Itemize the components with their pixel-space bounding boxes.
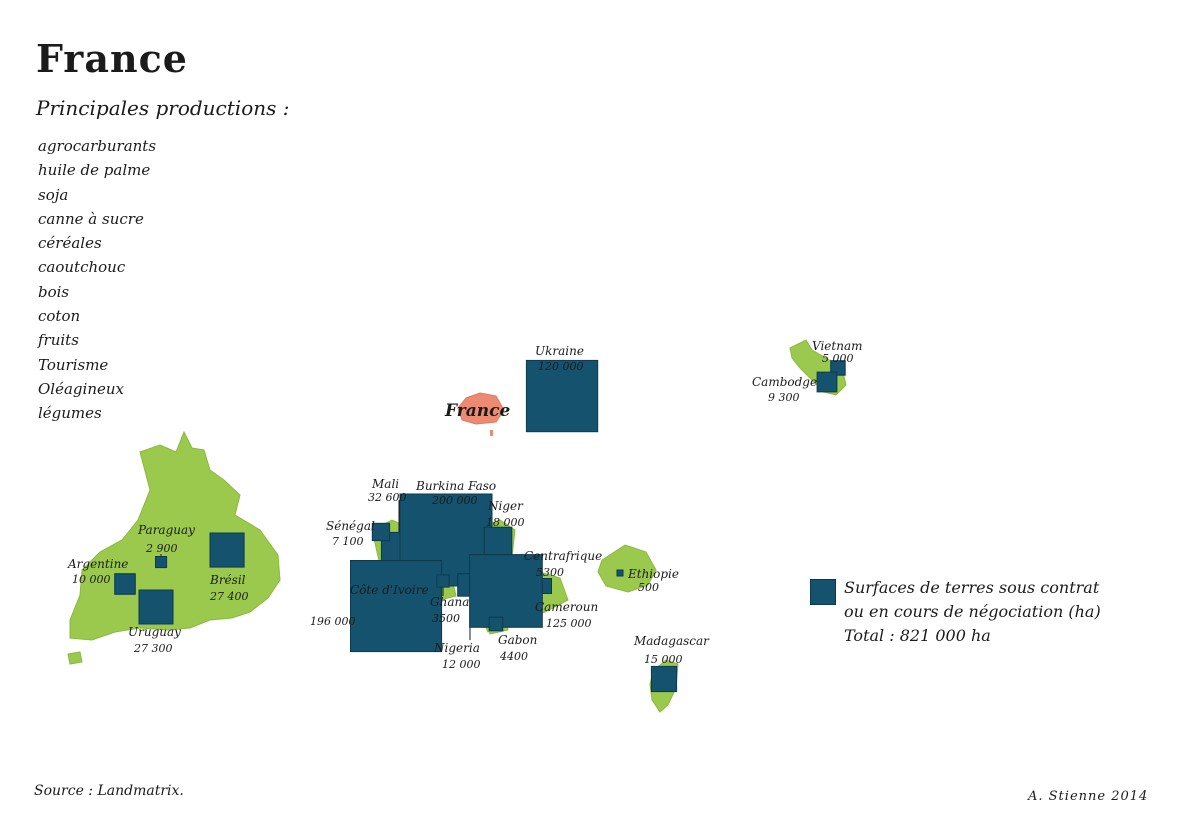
production-item: Oléagineux xyxy=(38,379,124,398)
ghana-value-label: 3500 xyxy=(432,612,460,625)
productions-heading: Principales productions : xyxy=(36,96,290,120)
senegal-value-label: 7 100 xyxy=(332,535,364,548)
production-item: soja xyxy=(38,185,69,204)
ethiopia-land xyxy=(597,544,657,593)
cotedivoire-value-label: 196 000 xyxy=(310,615,356,628)
ghana-name-label: Ghana xyxy=(430,595,469,609)
production-item: huile de palme xyxy=(38,161,151,180)
niger-name-label: Niger xyxy=(487,499,524,513)
paraguay-name-label: Paraguay xyxy=(137,523,195,537)
production-item: canne à sucre xyxy=(38,209,144,228)
cameroun-value-label: 125 000 xyxy=(546,617,592,630)
argentine-value-label: 10 000 xyxy=(72,573,111,586)
centrafrique-name-label: Centrafrique xyxy=(524,549,602,563)
centrafrique-value-label: 5300 xyxy=(536,566,564,579)
production-item: Tourisme xyxy=(38,355,109,374)
burkina-name-label: Burkina Faso xyxy=(415,479,496,493)
vietnam-name-label: Vietnam xyxy=(812,339,862,353)
bresil-value-label: 27 400 xyxy=(209,590,249,603)
production-item: agrocarburants xyxy=(38,137,157,155)
uruguay-value-label: 27 300 xyxy=(133,642,173,655)
vietnam-deal-square xyxy=(830,360,846,376)
production-item: caoutchouc xyxy=(38,258,126,277)
cotedivoire-deal-square xyxy=(350,560,443,653)
ukraine-name-label: Ukraine xyxy=(535,344,584,358)
senegal-deal-square xyxy=(371,522,391,542)
gabon-deal-square xyxy=(488,616,504,632)
bresil-name-label: Brésil xyxy=(209,573,246,587)
legend-swatch xyxy=(810,579,836,605)
productions-list: agrocarburants huile de palme soja canne… xyxy=(38,134,156,426)
ukraine-value-label: 120 000 xyxy=(538,360,584,373)
cotedivoire-name-label: Côte d'Ivoire xyxy=(350,583,429,597)
vietnam-value-label: 5 000 xyxy=(822,352,854,365)
map-title: France xyxy=(36,36,188,81)
uruguay-deal-square xyxy=(138,589,174,625)
madagascar-name-label: Madagascar xyxy=(633,634,710,648)
cambodge-deal-square xyxy=(816,371,838,393)
cambodge-name-label: Cambodge xyxy=(752,375,817,389)
cambodge-value-label: 9 300 xyxy=(768,391,800,404)
production-item: coton xyxy=(38,307,81,326)
ethiopie-value-label: 500 xyxy=(638,581,659,594)
uruguay-name-label: Uruguay xyxy=(128,625,181,639)
senegal-name-label: Sénégal xyxy=(326,519,375,533)
paraguay-value-label: 2 900 xyxy=(145,542,178,555)
land-deal-squares xyxy=(114,359,846,693)
cameroun-deal-square xyxy=(469,554,543,628)
source-note: Source : Landmatrix. xyxy=(34,783,184,799)
nigeria-name-label: Nigeria xyxy=(433,641,480,655)
france-shape xyxy=(457,392,505,425)
corsica-shape xyxy=(490,430,493,436)
ethiopie-name-label: Ethiopie xyxy=(627,567,679,581)
france-label: France xyxy=(444,401,510,421)
legend-total: Total : 821 000 ha xyxy=(844,626,991,645)
mali-value-label: 32 600 xyxy=(368,491,407,504)
madagascar-deal-square xyxy=(650,665,678,693)
niger-value-label: 18 000 xyxy=(486,516,525,529)
author-signature: A. Stienne 2014 xyxy=(1028,789,1149,804)
niger-deal-square xyxy=(483,526,513,556)
paraguay-deal-square xyxy=(155,556,168,569)
nigeria-value-label: 12 000 xyxy=(442,658,481,671)
island-land xyxy=(67,651,83,665)
gabon-name-label: Gabon xyxy=(498,633,537,647)
legend-line-2: ou en cours de négociation (ha) xyxy=(844,602,1101,621)
gabon-value-label: 4400 xyxy=(499,650,528,663)
madagascar-value-label: 15 000 xyxy=(644,653,683,666)
production-item: céréales xyxy=(38,234,102,253)
burkina-value-label: 200 000 xyxy=(431,494,478,507)
production-item: légumes xyxy=(38,404,102,423)
cameroun-name-label: Cameroun xyxy=(535,600,598,614)
production-item: fruits xyxy=(38,331,79,350)
production-item: bois xyxy=(38,282,70,301)
argentine-name-label: Argentine xyxy=(67,557,128,571)
argentine-deal-square xyxy=(114,573,136,595)
bresil-deal-square xyxy=(209,532,245,568)
mali-name-label: Mali xyxy=(371,477,399,491)
ukraine-deal-square xyxy=(525,359,599,433)
ghana-deal-square xyxy=(436,574,450,588)
legend-line-1: Surfaces de terres sous contrat xyxy=(844,578,1100,597)
ethiopie-deal-square xyxy=(616,569,624,577)
